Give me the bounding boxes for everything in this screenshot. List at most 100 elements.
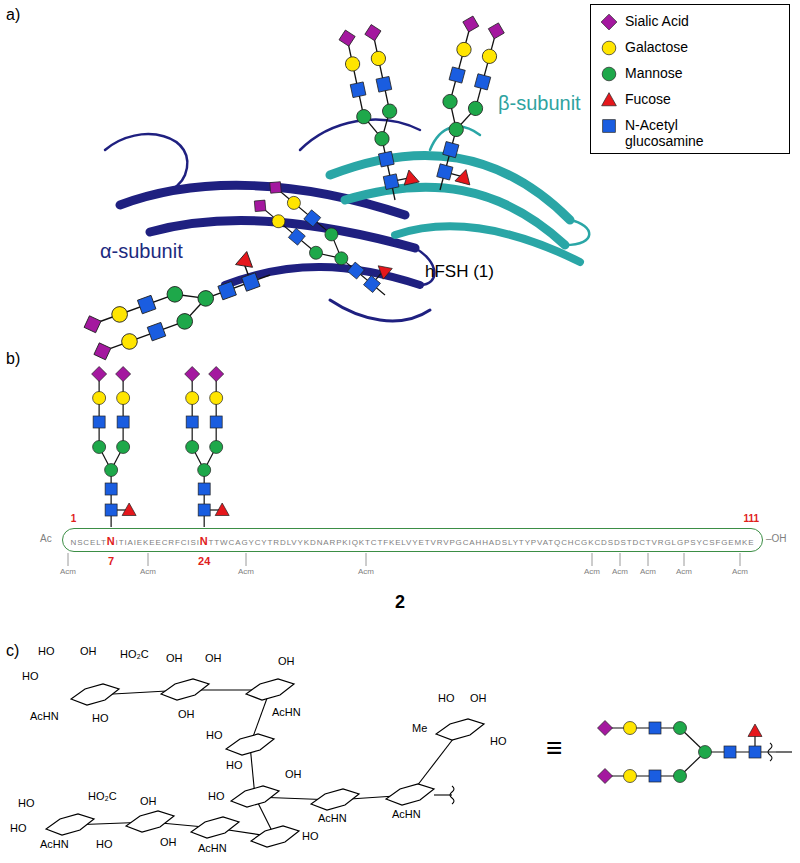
- legend-text: Mannose: [625, 65, 737, 81]
- glycan-bond: [99, 374, 100, 447]
- legend-text: N-Acetyl glucosamine: [625, 117, 737, 149]
- galactose-symbol: [624, 770, 637, 783]
- mannose-symbol: [105, 464, 118, 477]
- legend-swatch: [599, 116, 619, 136]
- fucose-symbol: [401, 168, 419, 185]
- mannose-symbol: [93, 441, 106, 454]
- atom-label: AcHN: [318, 812, 347, 825]
- panel-label: c): [6, 642, 19, 660]
- atom-label: HO: [208, 790, 225, 803]
- glcnac-symbol: [437, 164, 453, 180]
- glcnac-symbol: [288, 228, 305, 245]
- glcnac-symbol: [475, 74, 491, 90]
- panel-label: a): [6, 6, 20, 24]
- panel-label: b): [6, 350, 20, 368]
- glcnac-symbol: [210, 416, 222, 428]
- glcnac-symbol: [649, 722, 661, 734]
- glcnac-symbol: [218, 281, 236, 299]
- atom-label: Me: [412, 722, 427, 735]
- residue-number: 1: [71, 513, 77, 525]
- galactose-symbol: [370, 50, 387, 67]
- sequence-text: NSCELT: [70, 538, 106, 547]
- residue-number: 7: [108, 555, 114, 568]
- glycan-symbol-structure: [598, 721, 793, 784]
- atom-label: AcHN: [392, 808, 421, 821]
- fucose-symbol: [122, 503, 136, 516]
- glycan-bond: [192, 374, 193, 447]
- atom-label: AcHN: [30, 710, 59, 723]
- mannose-symbol: [373, 130, 390, 147]
- mannose-symbol: [175, 311, 195, 331]
- glycosylation-site: N: [107, 535, 116, 547]
- sequence-text: TTWCAGYCYTRDLVYKDNARPKIQKTCTFKELVYETVRVP…: [209, 538, 755, 547]
- mannose-symbol: [602, 67, 616, 81]
- atom-label: HO₂C: [120, 648, 149, 661]
- anomeric-bond: [434, 794, 452, 795]
- mannose-symbol: [355, 108, 372, 125]
- acm-tick: [740, 553, 741, 566]
- sugar-ring: [251, 826, 299, 847]
- glcnac-symbol: [105, 504, 117, 516]
- terminus-label: –OH: [766, 533, 787, 545]
- alpha-loop: [300, 120, 420, 150]
- atom-label: HO: [92, 712, 109, 725]
- beta-loop: [565, 220, 589, 245]
- glycan-tree: [92, 367, 137, 528]
- mannose-symbol: [467, 100, 485, 118]
- glycan-bond: [276, 187, 332, 234]
- sialic-acid-symbol: [81, 313, 104, 336]
- galactose-symbol: [119, 331, 139, 351]
- protecting-group-label: Acm: [612, 567, 628, 576]
- sequence-text: ITIAIEKEECRFCISI: [116, 538, 200, 547]
- mannose-symbol: [307, 244, 325, 262]
- residue-number: 111: [744, 513, 760, 525]
- subunit-label: α-subunit: [100, 240, 183, 263]
- sialic-acid-symbol: [461, 14, 481, 34]
- sialic-acid-symbol: [92, 367, 107, 382]
- legend-text: Galactose: [625, 39, 737, 55]
- atom-label: OH: [80, 645, 97, 658]
- fucose-symbol: [748, 724, 762, 737]
- legend-text: Sialic Acid: [625, 13, 737, 29]
- mannose-symbol: [165, 284, 185, 304]
- glcnac-symbol: [147, 322, 165, 340]
- sugar-ring: [46, 814, 94, 835]
- mannose-symbol: [699, 746, 712, 759]
- mannose-symbol: [322, 225, 340, 243]
- acm-tick: [366, 553, 367, 566]
- glycan-bond: [382, 139, 395, 200]
- sialic-acid-symbol: [337, 28, 357, 48]
- glycan-tree: [185, 367, 230, 528]
- beta-strand: [345, 187, 565, 245]
- glcnac-symbol: [749, 746, 761, 758]
- galactose-symbol: [481, 48, 499, 66]
- sialic-acid-symbol: [265, 177, 286, 198]
- beta-strand: [395, 226, 580, 262]
- sugar-ring: [311, 789, 359, 810]
- protecting-group-label: Acm: [60, 567, 76, 576]
- galactose-symbol: [269, 212, 287, 230]
- glcnac-symbol: [443, 142, 459, 158]
- atom-label: AcHN: [40, 838, 69, 851]
- mannose-symbol: [198, 464, 211, 477]
- legend-text: Fucose: [625, 91, 737, 107]
- glycan-bond: [216, 374, 217, 447]
- atom-label: OH: [166, 652, 183, 665]
- atom-label: OH: [205, 652, 222, 665]
- glycan-tree: [79, 247, 278, 363]
- fucose-symbol: [233, 252, 253, 273]
- glycan-bond: [204, 470, 205, 527]
- atom-label: HO: [22, 670, 39, 683]
- residue-number: 24: [198, 555, 210, 568]
- glcnac-symbol: [198, 483, 210, 495]
- sialic-acid-symbol: [601, 14, 617, 30]
- sialic-acid-symbol: [363, 23, 383, 43]
- acm-tick: [648, 553, 649, 566]
- glycosylation-site: N: [200, 535, 209, 547]
- glcnac-symbol: [383, 174, 399, 190]
- sialic-acid-symbol: [486, 21, 506, 41]
- glcnac-symbol: [137, 295, 155, 313]
- galactose-symbol: [186, 392, 199, 405]
- galactose-symbol: [210, 392, 223, 405]
- atom-label: HO: [226, 759, 243, 772]
